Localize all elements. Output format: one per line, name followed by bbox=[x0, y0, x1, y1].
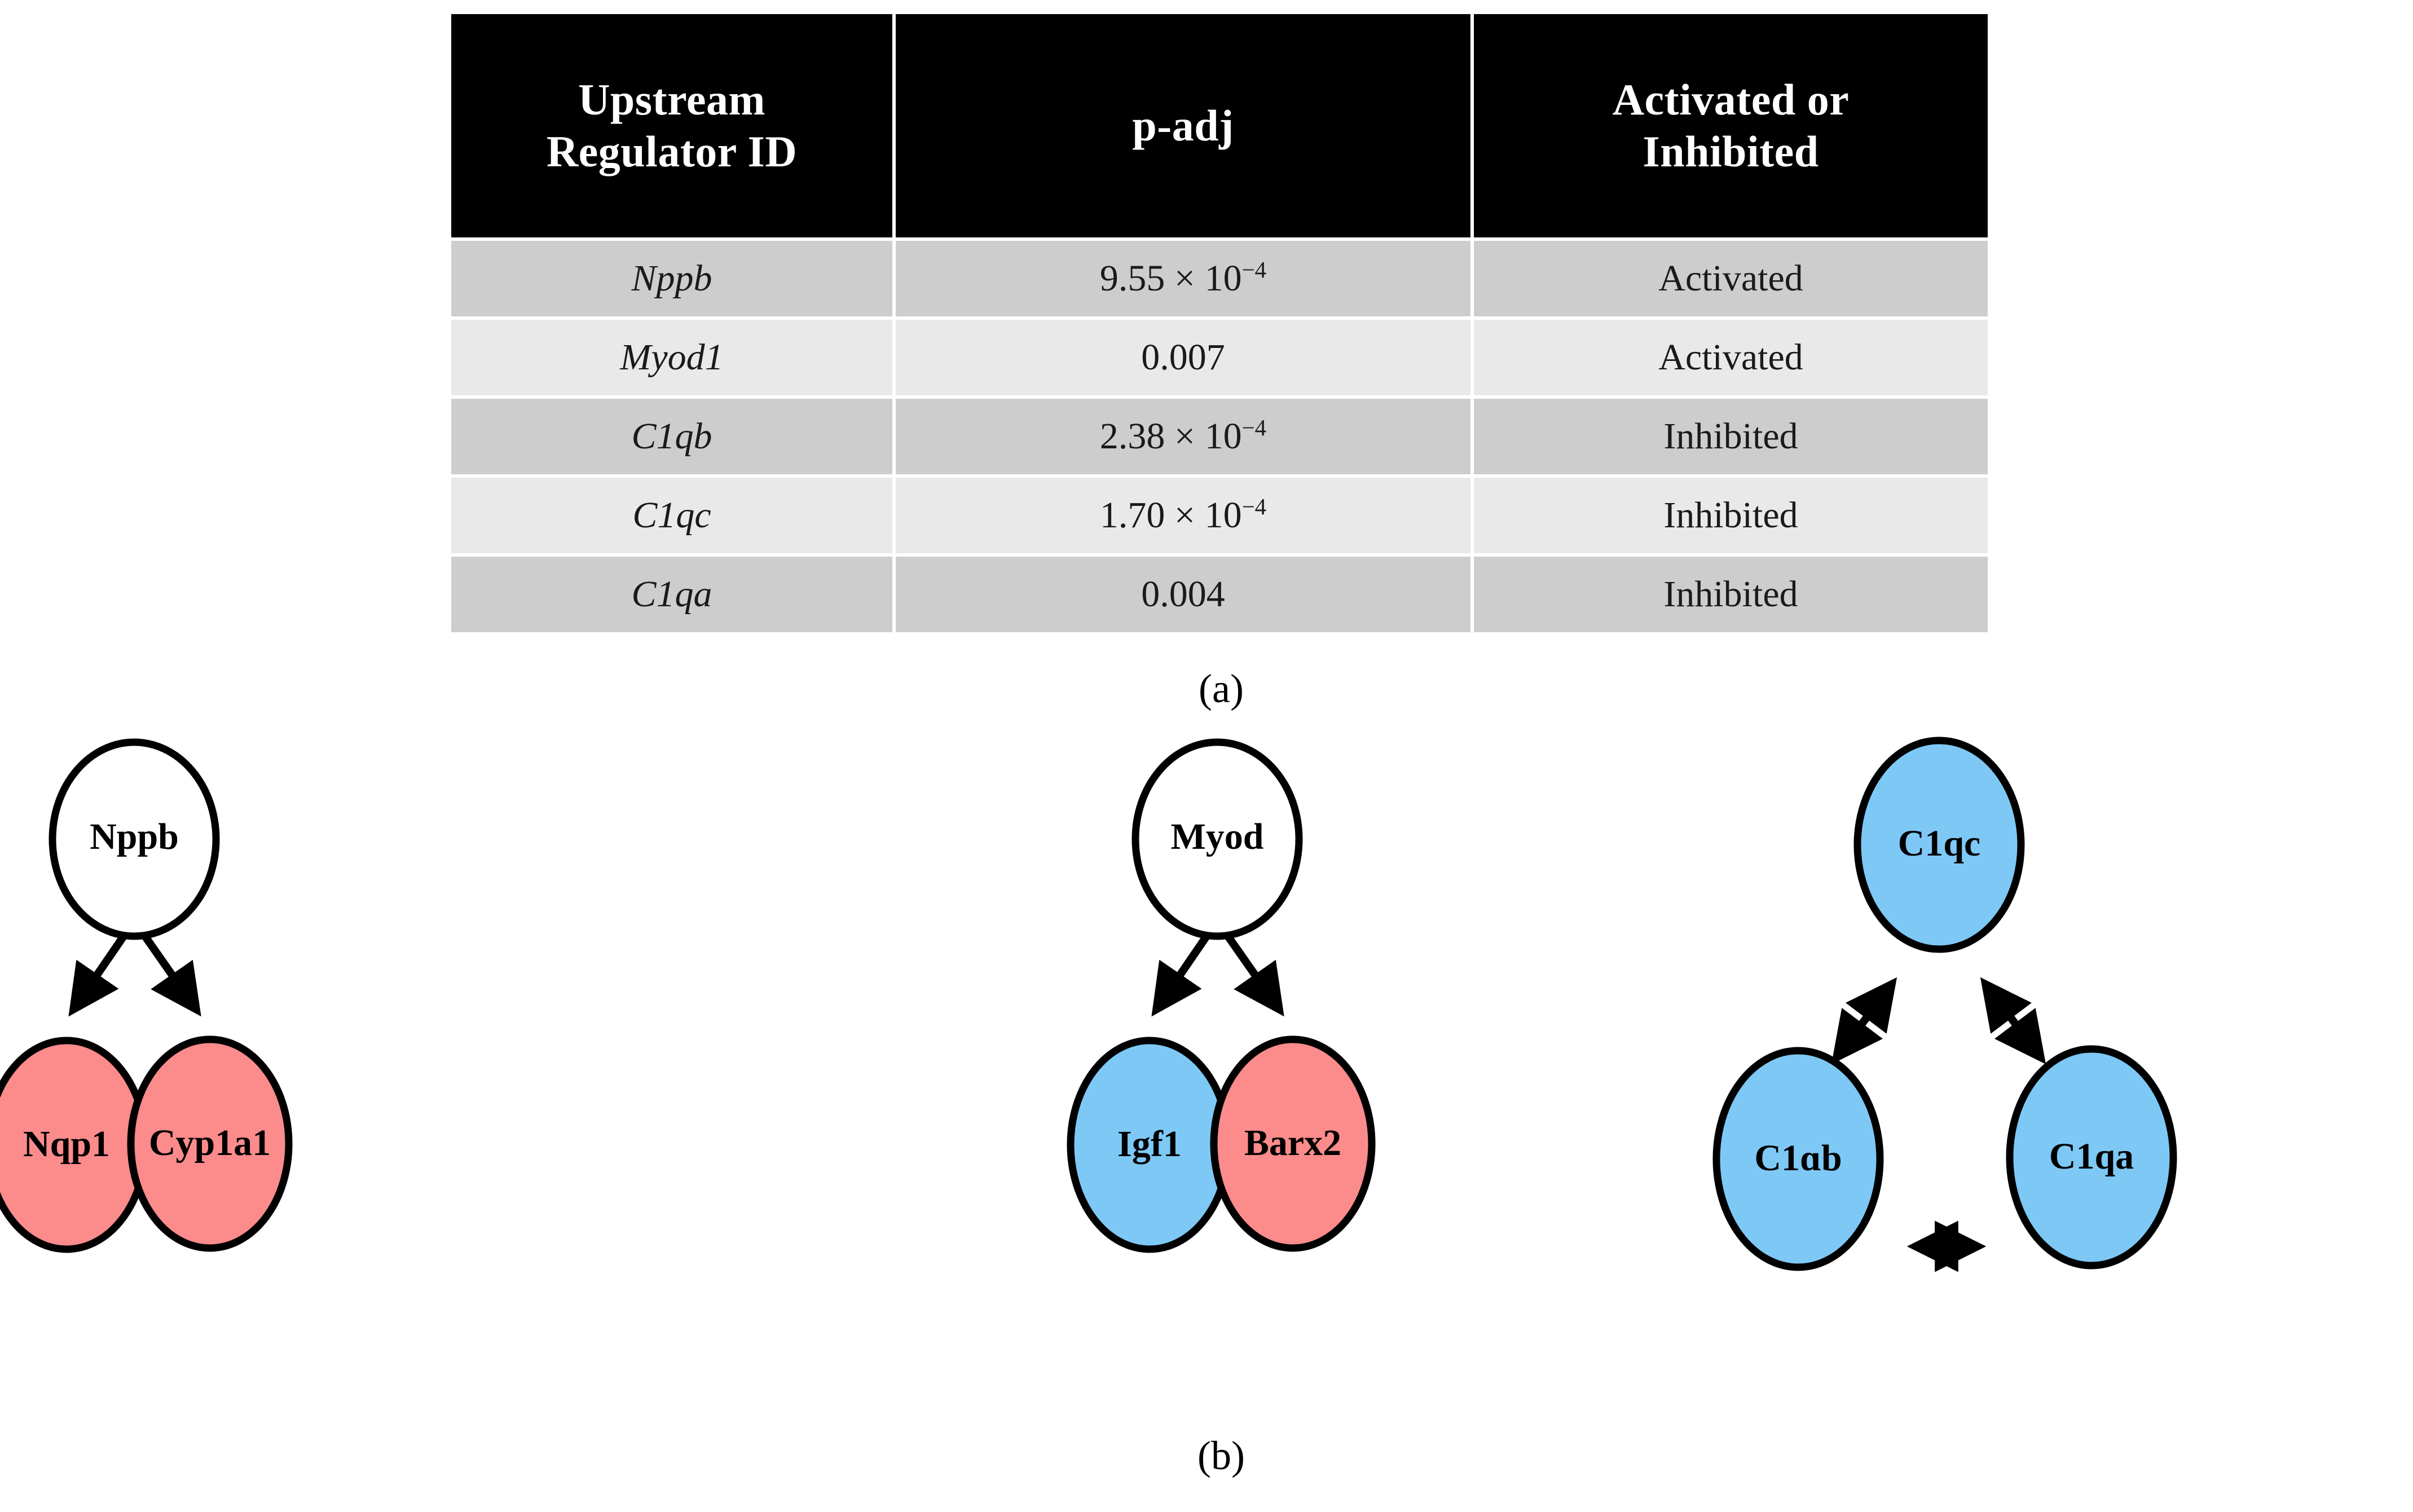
p-adj-mantissa: 0.007 bbox=[1141, 337, 1225, 378]
node-label: Cyp1a1 bbox=[149, 1122, 271, 1163]
cell-p-adj: 9.55 × 10−4 bbox=[896, 241, 1470, 316]
nppb-cluster: Nppb Nqp1 Cyp1a1 bbox=[0, 738, 293, 1253]
cell-p-adj: 2.38 × 10−4 bbox=[896, 399, 1470, 474]
p-adj-mantissa: 2.38 × 10 bbox=[1099, 416, 1242, 457]
node-label: C1qc bbox=[1898, 823, 1981, 864]
node-label: C1ɑb bbox=[1754, 1138, 1842, 1179]
node-barx2: Barx2 bbox=[1210, 1035, 1376, 1252]
regulator-network-diagram-panel: Nppb Nqp1 Cyp1a1 Myod Igf1 bbox=[0, 728, 2413, 1421]
panel-label-b: (b) bbox=[1197, 1433, 1245, 1478]
column-header-p-adj: p-adj bbox=[896, 14, 1470, 237]
cell-status: Activated bbox=[1474, 241, 1988, 316]
myod-cluster: Myod Igf1 Barx2 bbox=[1067, 738, 1376, 1253]
cell-gene-id: Nppb bbox=[451, 241, 892, 316]
node-igf1: Igf1 bbox=[1067, 1037, 1232, 1253]
cell-p-adj: 1.70 × 10−4 bbox=[896, 478, 1470, 553]
cell-gene-id: C1qa bbox=[451, 557, 892, 632]
table-row: Myod1 0.007 Activated bbox=[451, 320, 1988, 395]
cell-status: Activated bbox=[1474, 320, 1988, 395]
upstream-regulator-table: Upstream Regulator ID p-adj Activated or… bbox=[448, 11, 1991, 636]
edge-c1qc-to-c1qb bbox=[1831, 977, 1897, 1065]
column-header-activated-or-inhibited: Activated or Inhibited bbox=[1474, 14, 1988, 237]
node-label: C1qa bbox=[2049, 1136, 2134, 1177]
edge-nppb-to-nqp1 bbox=[68, 928, 131, 1017]
p-adj-mantissa: 1.70 × 10 bbox=[1099, 495, 1242, 536]
node-label: Myod bbox=[1171, 816, 1264, 857]
node-label: Barx2 bbox=[1244, 1122, 1341, 1163]
cell-status: Inhibited bbox=[1474, 399, 1988, 474]
cell-status: Inhibited bbox=[1474, 557, 1988, 632]
p-adj-mantissa: 9.55 × 10 bbox=[1099, 258, 1242, 299]
table-row: C1qb 2.38 × 10−4 Inhibited bbox=[451, 399, 1988, 474]
p-adj-mantissa: 0.004 bbox=[1141, 574, 1225, 615]
panel-label-a: (a) bbox=[1199, 666, 1244, 711]
node-c1qa: C1qa bbox=[2006, 1045, 2177, 1269]
edge-nppb-to-cyp1a1 bbox=[138, 928, 201, 1017]
node-cyp1a1: Cyp1a1 bbox=[127, 1035, 293, 1252]
header-line-2: Inhibited bbox=[1643, 127, 1819, 176]
cell-gene-id: C1qb bbox=[451, 399, 892, 474]
node-label: Nqp1 bbox=[23, 1123, 110, 1165]
node-c1qc: C1qc bbox=[1853, 737, 2025, 953]
edge-myod-to-igf1 bbox=[1151, 928, 1214, 1017]
edge-c1qc-to-c1qa bbox=[1980, 977, 2046, 1065]
c1q-cluster: C1qc C1ɑb C1qa bbox=[1712, 737, 2177, 1272]
cell-p-adj: 0.007 bbox=[896, 320, 1470, 395]
node-nppb: Nppb bbox=[49, 738, 220, 940]
p-adj-exponent: −4 bbox=[1241, 257, 1267, 283]
node-myod: Myod bbox=[1131, 738, 1303, 940]
p-adj-exponent: −4 bbox=[1241, 494, 1267, 519]
node-c1qb: C1ɑb bbox=[1712, 1047, 1884, 1271]
table-header-row: Upstream Regulator ID p-adj Activated or… bbox=[451, 14, 1988, 237]
table-row: C1qa 0.004 Inhibited bbox=[451, 557, 1988, 632]
cell-p-adj: 0.004 bbox=[896, 557, 1470, 632]
cell-gene-id: Myod1 bbox=[451, 320, 892, 395]
p-adj-exponent: −4 bbox=[1241, 415, 1267, 440]
table-row: Nppb 9.55 × 10−4 Activated bbox=[451, 241, 1988, 316]
node-nqp1: Nqp1 bbox=[0, 1037, 149, 1253]
node-label: Igf1 bbox=[1117, 1123, 1182, 1165]
header-line-1: p-adj bbox=[1132, 100, 1234, 150]
header-line-1: Upstream bbox=[578, 74, 765, 124]
table-row: C1qc 1.70 × 10−4 Inhibited bbox=[451, 478, 1988, 553]
edge-myod-to-barx2 bbox=[1221, 928, 1284, 1017]
column-header-upstream-regulator-id: Upstream Regulator ID bbox=[451, 14, 892, 237]
cell-status: Inhibited bbox=[1474, 478, 1988, 553]
node-label: Nppb bbox=[90, 816, 179, 857]
cell-gene-id: C1qc bbox=[451, 478, 892, 553]
header-line-2: Regulator ID bbox=[546, 127, 798, 176]
upstream-regulator-table-panel: Upstream Regulator ID p-adj Activated or… bbox=[451, 14, 1991, 632]
header-line-1: Activated or bbox=[1612, 74, 1850, 124]
